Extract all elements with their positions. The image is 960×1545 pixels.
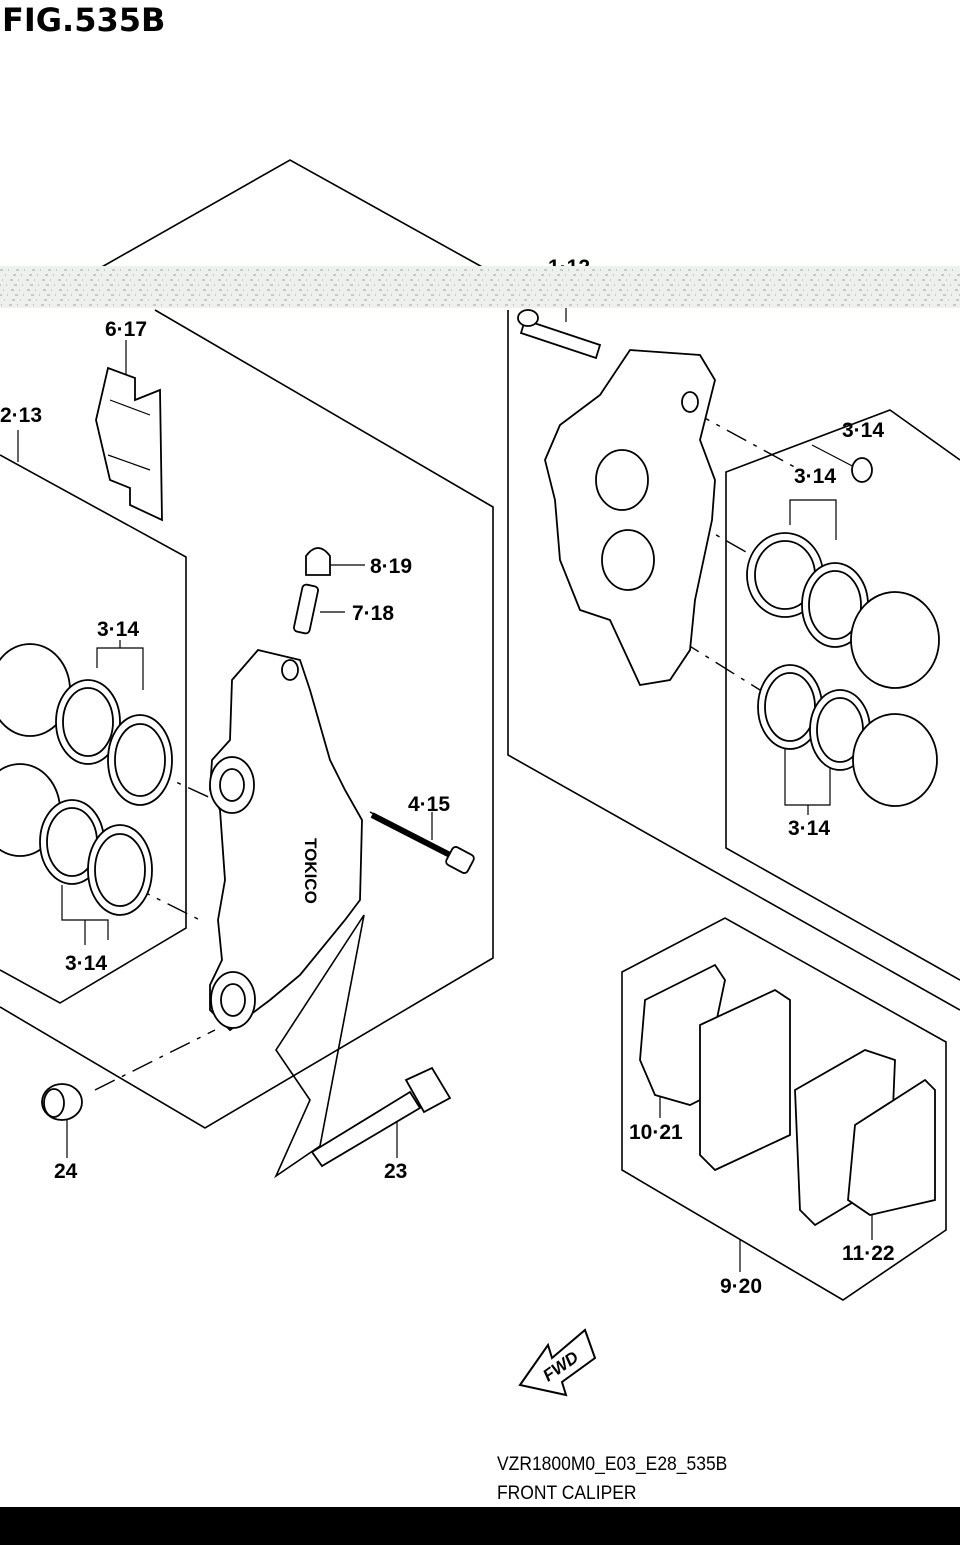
figure-title: FIG.535B <box>2 1 166 39</box>
pad-pin-part <box>370 812 475 874</box>
callout-3-14-left-lower: 3·14 <box>65 952 107 975</box>
left-pistons-seals <box>0 643 173 916</box>
callout-7-18: 7·18 <box>352 602 394 625</box>
callout-11-22: 11·22 <box>842 1242 895 1265</box>
callout-3-14-right-upper: 3·14 <box>794 465 836 488</box>
scan-noise-band <box>0 266 960 308</box>
bleeder-cap-part <box>293 547 331 635</box>
callout-labels: 1·12 2·13 3·14 3·14 3·14 3·14 3·14 4·15 … <box>0 256 895 1298</box>
bolt-outline-23 <box>274 914 365 1179</box>
callout-6-17: 6·17 <box>105 318 147 341</box>
sleeve-part <box>41 1083 83 1121</box>
right-pistons-seals <box>746 457 940 807</box>
fwd-arrow-icon: FWD <box>518 1328 597 1397</box>
callout-3-14-right-lower: 3·14 <box>788 817 830 840</box>
bottom-black-bar <box>0 1507 960 1545</box>
mounting-bolt-part <box>310 1066 452 1168</box>
callout-24: 24 <box>54 1160 78 1183</box>
callout-10-21: 10·21 <box>629 1121 683 1144</box>
assembly-outline-left <box>0 159 494 1129</box>
callout-8-19: 8·19 <box>370 555 412 578</box>
assembly-outline-right <box>507 310 960 1301</box>
pad-spring-part <box>95 366 163 522</box>
callout-3-14-left-upper: 3·14 <box>97 618 139 641</box>
right-caliper-body <box>544 349 716 687</box>
callout-2-13: 2·13 <box>0 404 42 427</box>
figure-caption: FRONT CALIPER <box>497 1483 637 1504</box>
callout-9-20: 9·20 <box>720 1275 762 1298</box>
upper-bolt-part <box>517 309 602 360</box>
callout-4-15: 4·15 <box>408 793 450 816</box>
left-caliper-body: TOKICO <box>209 648 363 1032</box>
callout-3-14-top-right: 3·14 <box>842 419 884 442</box>
caliper-brand-text: TOKICO <box>301 838 320 904</box>
figure-code: VZR1800M0_E03_E28_535B <box>497 1454 728 1475</box>
callout-23: 23 <box>384 1160 407 1183</box>
brake-pads-part <box>639 963 936 1227</box>
